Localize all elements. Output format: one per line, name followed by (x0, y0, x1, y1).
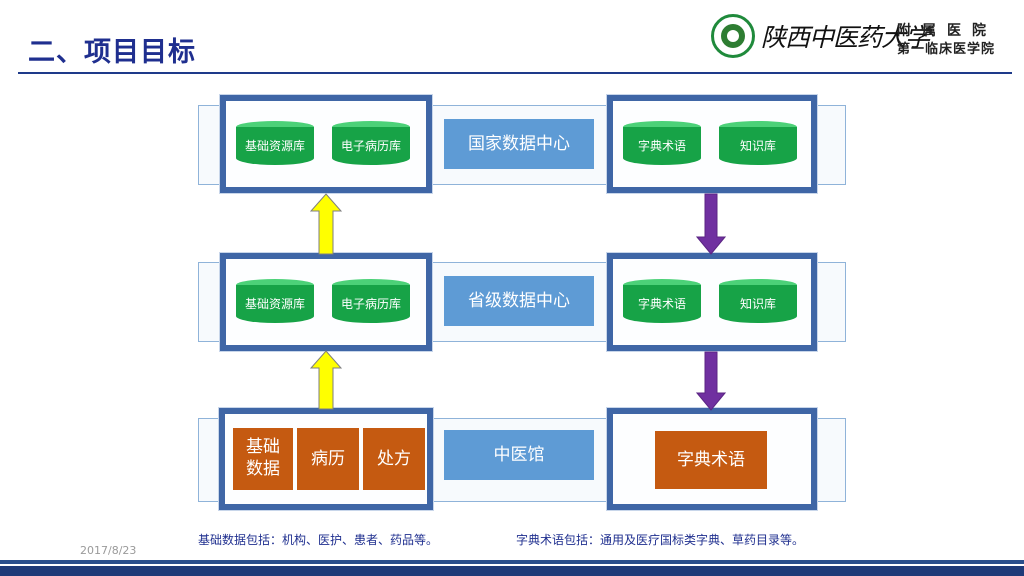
db-cylinder-icon: 基础资源库 (236, 121, 314, 167)
db-label: 基础资源库 (244, 139, 305, 153)
footer-bar (0, 566, 1024, 576)
logo-calligraphy: 陕西中医药大学 (761, 23, 930, 52)
footer-stripe (0, 560, 1024, 564)
caption-dictionary: 字典术语包括：通用及医疗国标类字典、草药目录等。 (516, 533, 805, 547)
db-cylinder-icon: 字典术语 (623, 121, 701, 167)
db-cylinder-icon: 电子病历库 (332, 279, 410, 325)
medical-record-box: 病历 (297, 428, 359, 490)
national-left-group: 基础资源库 电子病历库 (220, 95, 432, 193)
db-label: 电子病历库 (340, 297, 401, 311)
logo-emblem-icon (711, 14, 755, 58)
provincial-center-box: 省级数据中心 (444, 276, 594, 326)
provincial-right-group: 字典术语 知识库 (607, 253, 817, 351)
slide-date: 2017/8/23 (80, 544, 137, 557)
up-arrow-icon (310, 193, 342, 255)
db-label: 电子病历库 (340, 139, 401, 153)
caption-basic-data: 基础数据包括：机构、医护、患者、药品等。 (198, 533, 439, 547)
provincial-left-group: 基础资源库 电子病历库 (220, 253, 432, 351)
down-arrow-icon (696, 351, 726, 411)
dictionary-box: 字典术语 (655, 431, 767, 489)
basic-data-line1: 基础 (246, 437, 280, 457)
national-right-group: 字典术语 知识库 (607, 95, 817, 193)
hospital-left-group: 基础 数据 病历 处方 (219, 408, 433, 510)
db-cylinder-icon: 字典术语 (623, 279, 701, 325)
hospital-center-box: 中医馆 (444, 430, 594, 480)
slide-title: 二、项目目标 (28, 37, 196, 68)
db-label: 知识库 (739, 139, 776, 153)
hospital-right-group: 字典术语 (607, 408, 817, 510)
basic-data-line2: 数据 (246, 459, 280, 479)
db-cylinder-icon: 知识库 (719, 279, 797, 325)
db-cylinder-icon: 电子病历库 (332, 121, 410, 167)
db-label: 字典术语 (637, 139, 686, 153)
db-label: 基础资源库 (244, 297, 305, 311)
db-label: 知识库 (739, 297, 776, 311)
logo-line2: 第一临床医学院 (897, 42, 996, 57)
logo-line1: 附属医院 (897, 23, 997, 39)
up-arrow-icon (310, 350, 342, 410)
db-cylinder-icon: 基础资源库 (236, 279, 314, 325)
title-divider (18, 72, 1012, 74)
university-logo: 陕西中医药大学 附属医院 第一临床医学院 (711, 14, 1011, 62)
basic-data-box: 基础 数据 (233, 428, 293, 490)
national-center-box: 国家数据中心 (444, 119, 594, 169)
prescription-box: 处方 (363, 428, 425, 490)
db-label: 字典术语 (637, 297, 686, 311)
db-cylinder-icon: 知识库 (719, 121, 797, 167)
down-arrow-icon (696, 193, 726, 255)
